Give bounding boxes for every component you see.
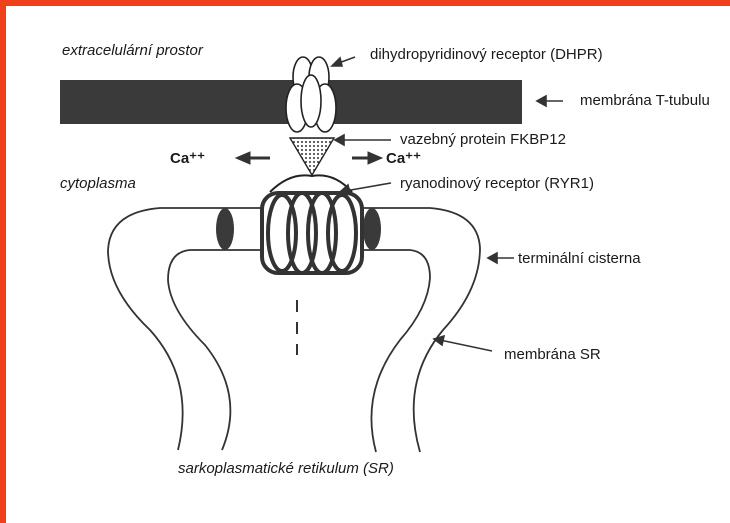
terminal-cistern-label: terminální cisterna — [518, 250, 641, 268]
left-junction-pad — [216, 208, 234, 250]
ca-right-label: Ca⁺⁺ — [386, 150, 421, 168]
dhpr-receptor — [286, 57, 336, 132]
sr-label: sarkoplasmatické retikulum (SR) — [178, 460, 394, 478]
ryr-feet — [270, 175, 352, 192]
sr-membrane-label: membrána SR — [504, 346, 601, 364]
dhpr-label: dihydropyridinový receptor (DHPR) — [370, 46, 603, 64]
ryr1-label: ryanodinový receptor (RYR1) — [400, 175, 594, 193]
extracellular-label: extracelulární prostor — [62, 42, 203, 60]
cytoplasm-label: cytoplasma — [60, 175, 136, 193]
fkbp12-label: vazebný protein FKBP12 — [400, 131, 566, 149]
t-tubule-membrane-label: membrána T-tubulu — [580, 92, 710, 110]
right-junction-pad — [363, 208, 381, 250]
ryr1-receptor — [262, 193, 362, 273]
fkbp12-protein — [290, 138, 334, 175]
ca-left-label: Ca⁺⁺ — [170, 150, 205, 168]
